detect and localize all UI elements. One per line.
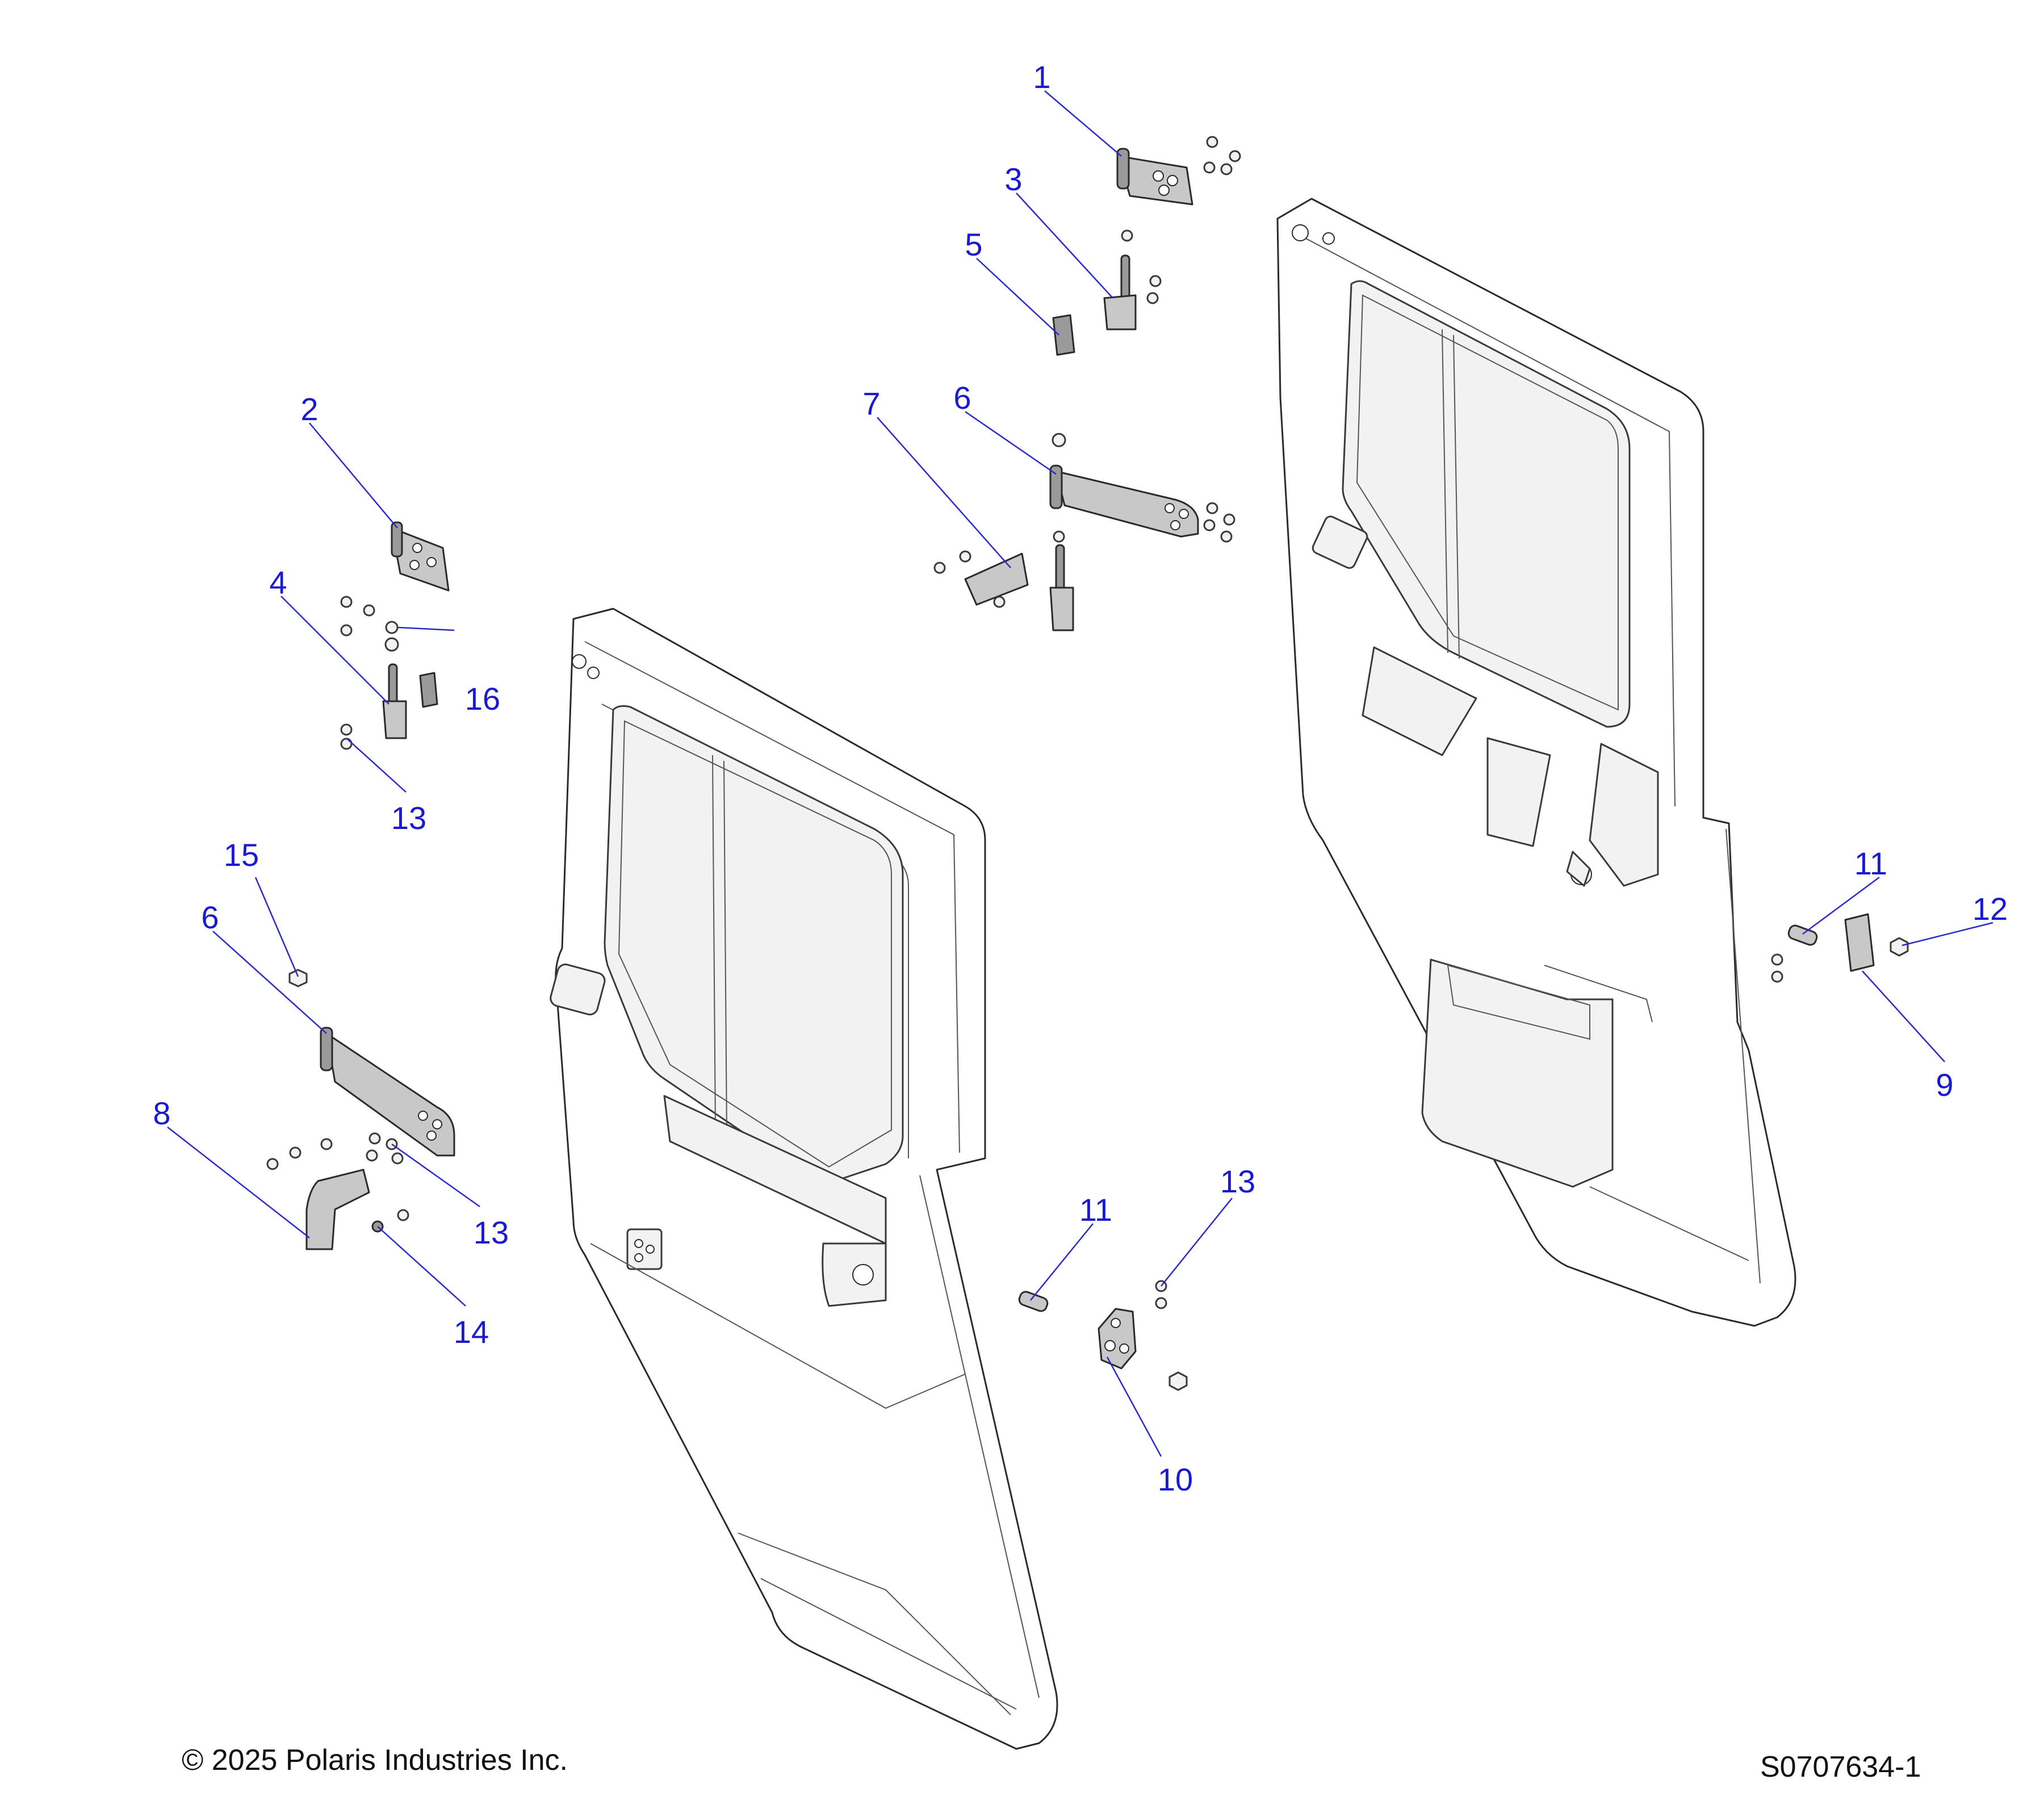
nut-12 <box>1890 937 1909 957</box>
callout-14: 14 <box>454 1314 489 1350</box>
hinge-pin-3 <box>1103 229 1162 330</box>
copyright-notice: © 2025 Polaris Industries Inc. <box>182 1744 568 1777</box>
callout-15: 15 <box>224 837 259 873</box>
callout-5: 5 <box>965 227 982 262</box>
callout-2: 2 <box>300 391 318 427</box>
latch-plate-10 <box>1098 1308 1188 1391</box>
hinge-strap-6-upper <box>1049 433 1235 543</box>
callout-labels: 1 2 3 4 5 6 6 7 8 9 10 11 11 12 13 13 13… <box>153 59 2008 1497</box>
callout-12: 12 <box>1972 891 2008 927</box>
hinge-bracket-7 <box>933 530 1074 631</box>
callout-13-lower: 13 <box>474 1215 509 1250</box>
front-door-assembly <box>550 608 1058 1750</box>
rear-door-assembly <box>1276 198 1796 1327</box>
drawing-number: S0707634-1 <box>1760 1751 1921 1783</box>
callout-16: 16 <box>465 681 500 717</box>
callout-7: 7 <box>862 386 880 421</box>
striker-11-center <box>1018 1291 1049 1312</box>
nut-15 <box>288 969 308 987</box>
bolt-set-1 <box>1203 136 1241 175</box>
callout-6-upper: 6 <box>953 380 971 416</box>
latch-9 <box>1844 913 1875 972</box>
callout-13-center: 13 <box>1220 1163 1255 1199</box>
callout-8: 8 <box>153 1095 170 1131</box>
callout-10: 10 <box>1158 1462 1193 1497</box>
callout-11-center: 11 <box>1079 1192 1112 1228</box>
latch-plate-5 <box>1052 314 1075 356</box>
callout-6-lower: 6 <box>201 899 219 935</box>
callout-11-right: 11 <box>1854 845 1887 881</box>
hinge-plate-2 <box>391 521 450 592</box>
hinge-bracket-8 <box>266 1132 404 1250</box>
striker-11-right <box>1771 924 1818 983</box>
hinge-plate-1 <box>1116 148 1193 206</box>
callout-leaders <box>167 90 1993 1457</box>
hinge-strap-6-lower <box>320 1027 455 1157</box>
callout-3: 3 <box>1004 161 1022 197</box>
hinge-pin-4 <box>340 596 407 750</box>
callout-1: 1 <box>1033 59 1050 95</box>
callout-13-upper: 13 <box>391 800 426 836</box>
washer-16 <box>384 621 438 708</box>
nut-14 <box>371 1209 409 1233</box>
callout-9: 9 <box>1936 1067 1953 1103</box>
callout-4: 4 <box>269 564 287 600</box>
